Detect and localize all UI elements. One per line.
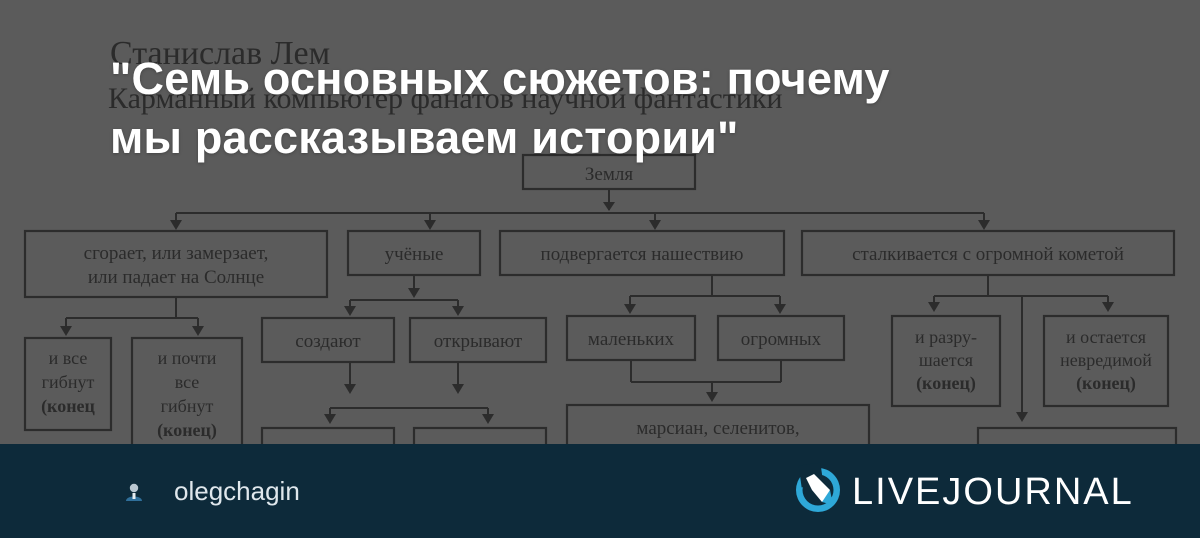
- leaf-create-label: создают: [295, 331, 361, 352]
- leaf-create: [260, 316, 396, 364]
- headline-line2: мы рассказываем истории": [110, 111, 739, 163]
- leaf-huge-label: огромных: [741, 329, 822, 350]
- leaf-destroyed-l1: и разру-: [915, 327, 977, 347]
- branch-scientists-label: учёные: [385, 244, 444, 265]
- branch-burns-line2: или падает на Солнце: [88, 267, 264, 288]
- post-headline: "Семь основных сюжетов: почему мы расска…: [110, 50, 1150, 167]
- leaf-almost-l3: гибнут: [161, 396, 214, 416]
- leaf-discover-sub: [412, 426, 548, 444]
- leaf-all-die-l1: и все: [49, 348, 88, 368]
- livejournal-pen-icon[interactable]: [792, 462, 844, 518]
- livejournal-wordmark[interactable]: LIVEJOURNAL: [852, 471, 1134, 513]
- leaf-unharmed-l2: невредимой: [1060, 350, 1152, 370]
- leaf-comet-sub: [976, 426, 1178, 444]
- branch-comet-label: сталкивается с огромной кометой: [852, 244, 1124, 265]
- leaf-discover-label: открывают: [434, 331, 523, 352]
- leaf-unharmed-l1: и остается: [1066, 327, 1146, 347]
- leaf-small-label: маленьких: [588, 329, 675, 350]
- leaf-almost-l2: все: [175, 372, 200, 392]
- scan-book-title: Карманный компьютер фанатов научной фант…: [108, 82, 783, 115]
- leaf-martians: [565, 403, 871, 444]
- leaf-destroyed: [890, 314, 1002, 408]
- hero-image: Станислав Лем Карманный компьютер фанато…: [23, 35, 1178, 444]
- branch-invasion-label: подвергается нашествию: [541, 244, 744, 265]
- diagram-root-label: Земля: [585, 164, 633, 185]
- footer-bar: [0, 444, 1200, 538]
- branch-burns-line1: сгорает, или замерзает,: [84, 243, 269, 264]
- user-icon[interactable]: [122, 480, 146, 504]
- scan-author: Станислав Лем: [110, 35, 330, 72]
- diagram-branch-invasion: [498, 229, 786, 277]
- leaf-discover: [408, 316, 548, 364]
- leaf-almost-l1: и почти: [158, 348, 217, 368]
- background-diagram-scan: Станислав Лем Карманный компьютер фанато…: [23, 35, 1178, 444]
- headline-line1: "Семь основных сюжетов: почему: [110, 53, 890, 104]
- leaf-destroyed-l3: (конец): [916, 373, 976, 394]
- leaf-unharmed: [1042, 314, 1170, 408]
- leaf-martians-label: марсиан, селенитов,: [636, 418, 799, 439]
- leaf-all-die: [23, 336, 113, 432]
- leaf-create-sub: [260, 426, 396, 444]
- leaf-all-die-l2: гибнут: [42, 372, 95, 392]
- leaf-almost-all-die: [130, 336, 244, 444]
- leaf-destroyed-l2: шается: [919, 350, 973, 370]
- author-name-link[interactable]: olegchagin: [174, 476, 300, 506]
- leaf-almost-l4: (конец): [157, 420, 217, 441]
- leaf-all-die-l3: (конец: [41, 396, 95, 417]
- leaf-unharmed-l3: (конец): [1076, 373, 1136, 394]
